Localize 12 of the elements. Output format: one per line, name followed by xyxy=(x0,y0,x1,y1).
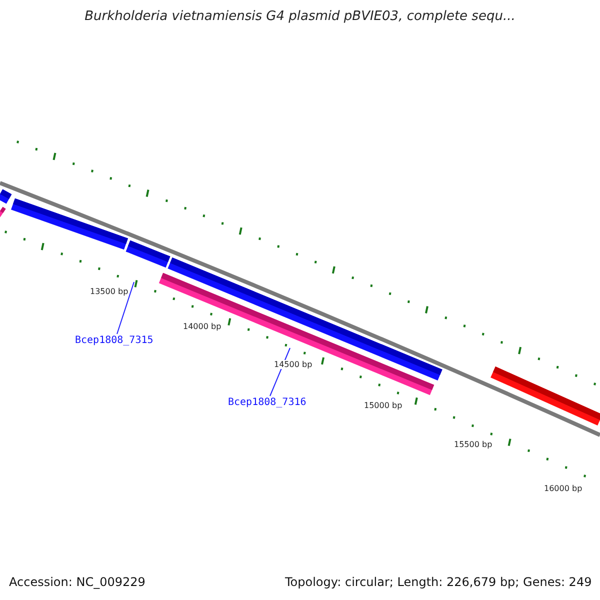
gene-label: Bcep1808_7315 xyxy=(75,335,154,346)
summary-text: Topology: circular; Length: 226,679 bp; Genes: 249 xyxy=(285,575,590,589)
position-label: 15000 bp xyxy=(364,401,402,410)
leader-line xyxy=(116,282,134,334)
accession-text: Accession: NC_009229 xyxy=(9,575,146,589)
position-label: 16000 bp xyxy=(544,484,582,493)
title: Burkholderia vietnamiensis G4 plasmid pBVIE03, complete sequ... xyxy=(84,9,516,24)
position-label: 14500 bp xyxy=(274,360,312,369)
position-label: 15500 bp xyxy=(454,440,492,449)
gene-label: Bcep1808_7316 xyxy=(228,397,306,408)
position-label: 13500 bp xyxy=(90,287,128,296)
position-label: 14000 bp xyxy=(183,322,222,331)
